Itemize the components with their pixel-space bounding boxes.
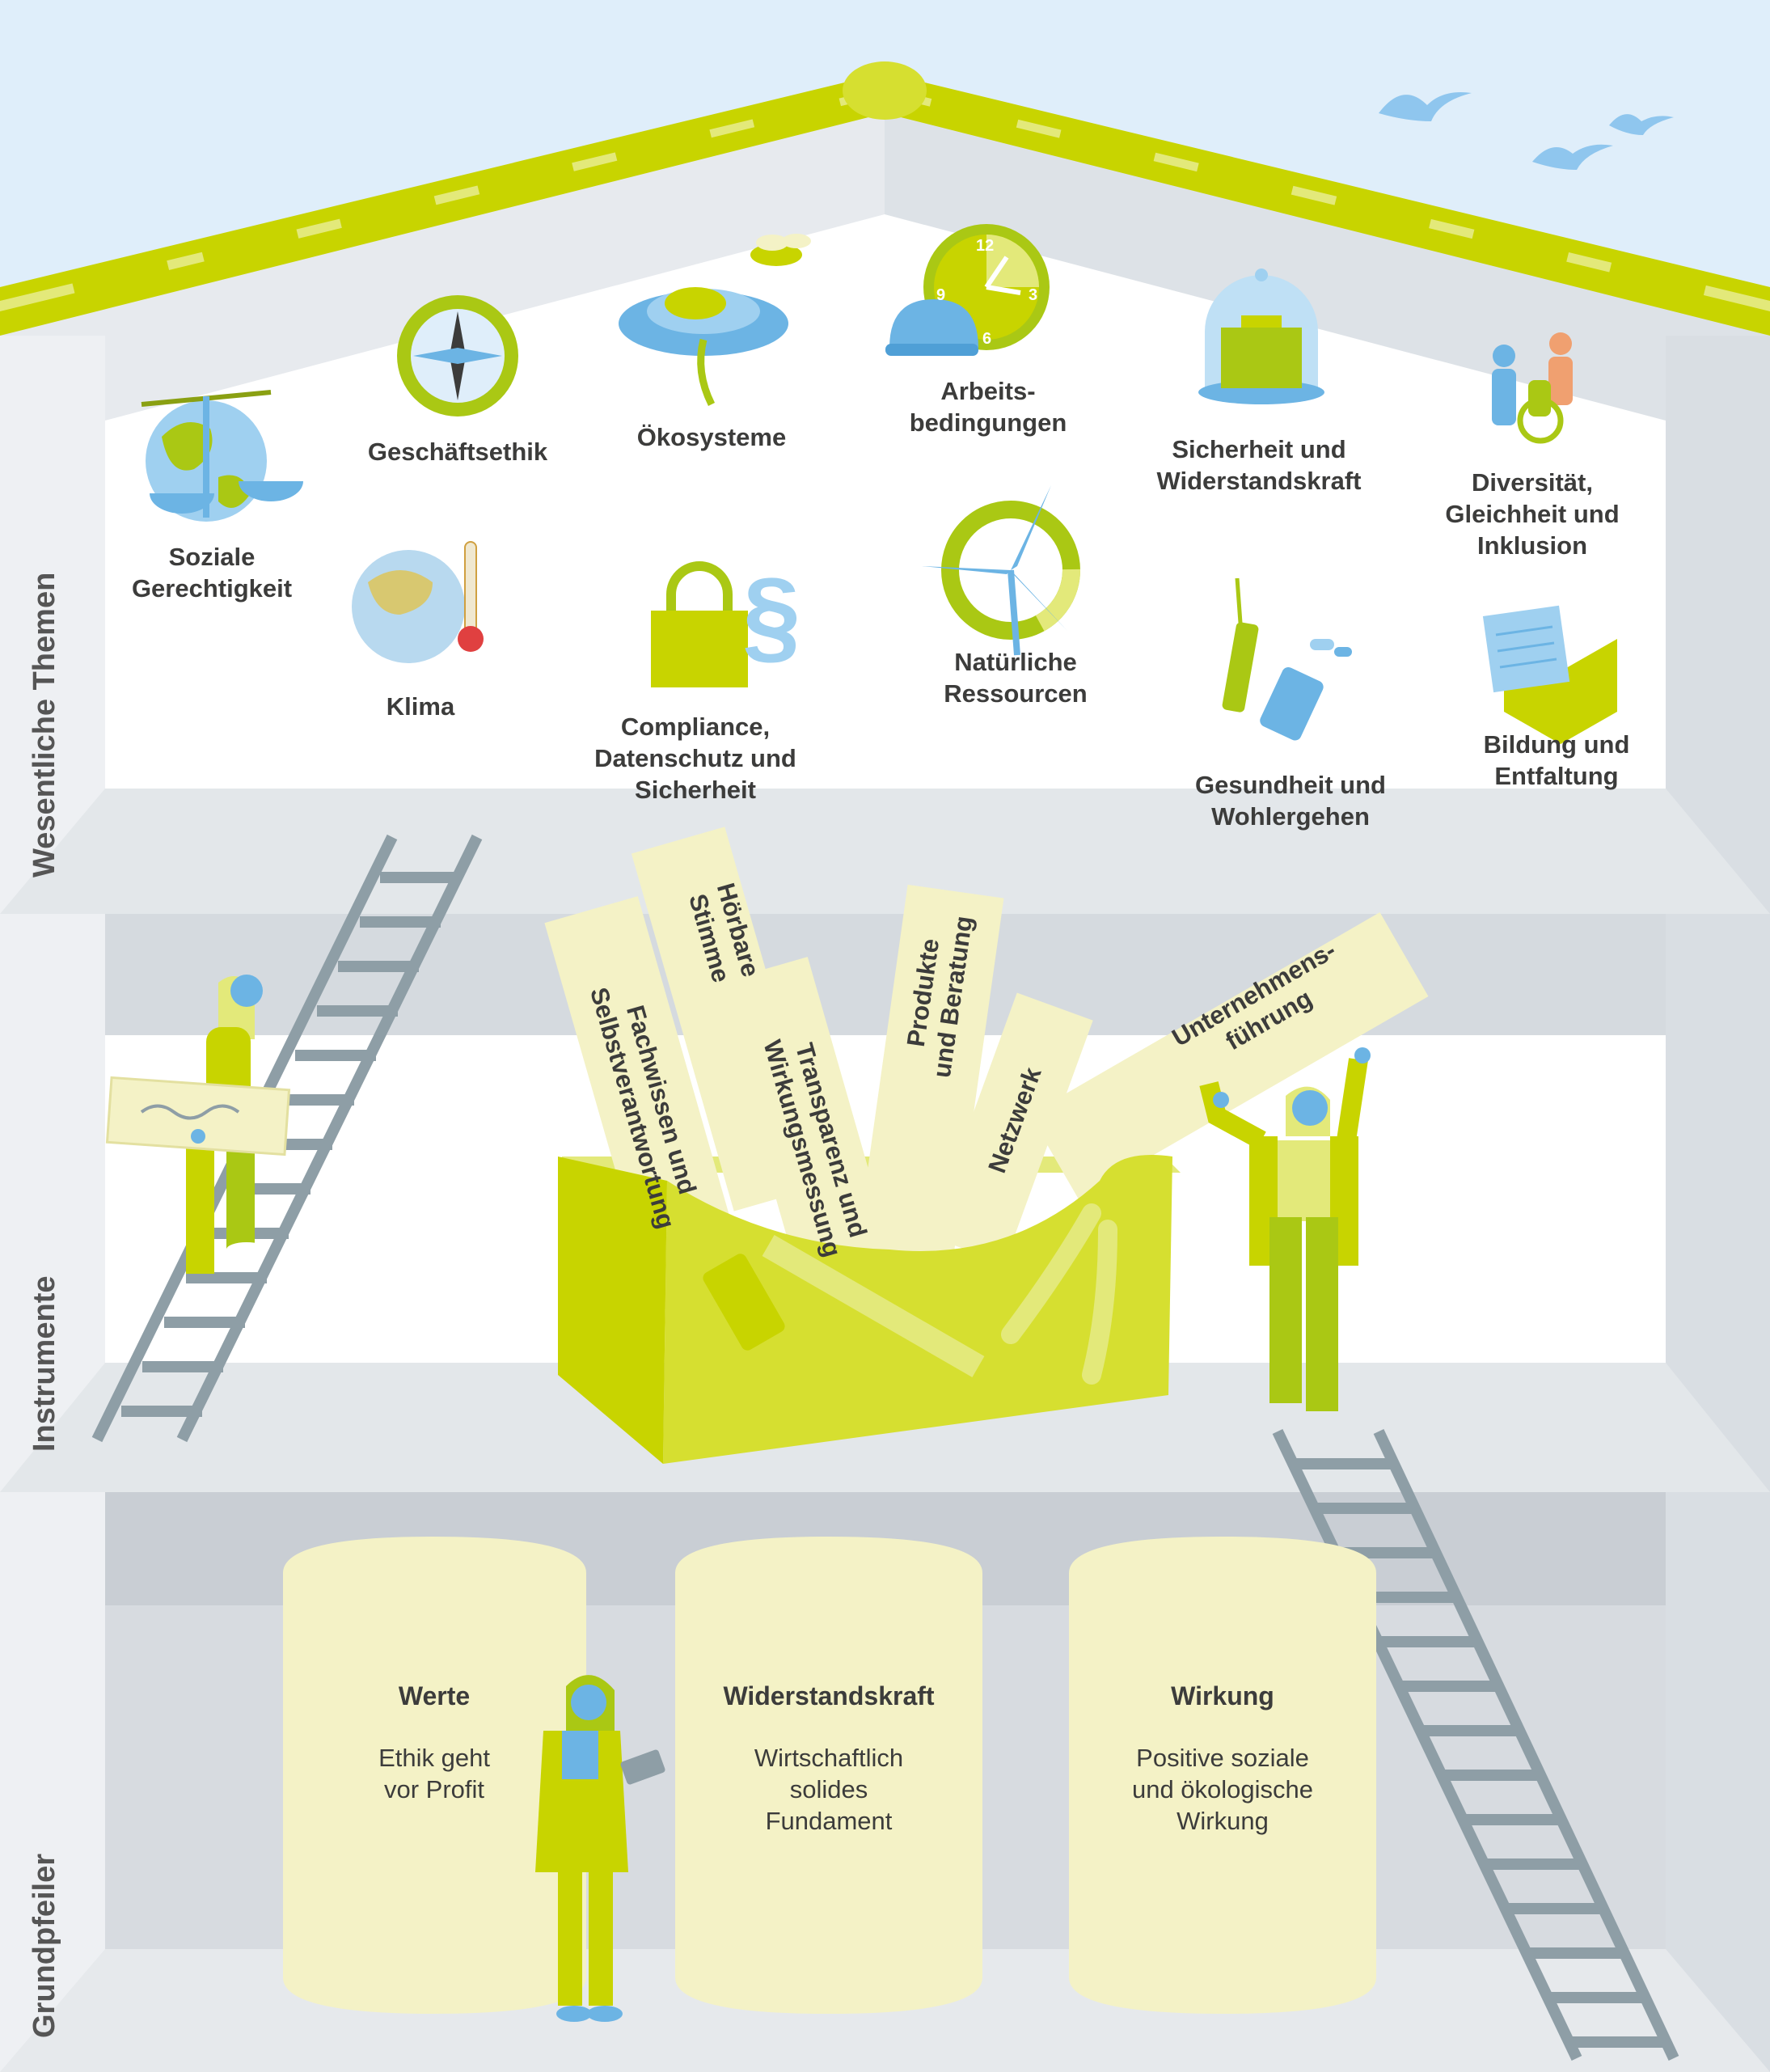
pillar-2-text: Wirtschaftlich solides Fundament xyxy=(754,1744,904,1835)
pillar-werte xyxy=(283,1537,586,2014)
pillar-1-title: Werte xyxy=(398,1681,471,1710)
ladder-right xyxy=(1272,1428,1679,2061)
compass-icon xyxy=(397,295,518,417)
right-wall xyxy=(1666,336,1770,2072)
clock-number-3: 3 xyxy=(1029,286,1038,304)
building-glass-dome-icon xyxy=(1198,269,1324,404)
strip-netzwerk xyxy=(928,992,1093,1264)
section-label-themen: Wesentliche Themen xyxy=(27,572,61,877)
clock-helmet-icon xyxy=(885,224,1050,356)
topic-oekosysteme: Ökosysteme xyxy=(636,423,787,451)
flower-bee-icon xyxy=(619,234,811,407)
clock-number-12: 12 xyxy=(976,237,995,255)
clock-number-6: 6 xyxy=(982,330,992,348)
thermometer-globe-icon xyxy=(352,541,484,663)
svg-text:§: § xyxy=(742,556,801,674)
left-wall xyxy=(0,336,105,2072)
topic-gesundheit: Gesundheit und Wohlergehen xyxy=(1195,771,1386,831)
scales-globe-icon xyxy=(141,390,303,522)
pliers-icon xyxy=(1001,1203,1117,1385)
topic-compliance: Compliance, Datenschutz und Sicherheit xyxy=(594,713,796,804)
birds xyxy=(1379,92,1674,170)
clock-number-9: 9 xyxy=(936,286,946,304)
strip-fuehrung xyxy=(1029,912,1429,1199)
topic-sicherheit: Sicherheit und Widerstandskraft xyxy=(1156,435,1362,495)
strip-produkte xyxy=(855,884,1004,1267)
middle-back-wall xyxy=(105,914,1666,1035)
topic-arbeitsbedingungen: Arbeits- bedingungen xyxy=(909,377,1067,437)
topic-geschaeftsethik: Geschäftsethik xyxy=(367,438,548,466)
pillar-3-title: Wirkung xyxy=(1171,1681,1274,1710)
pillar-3-text: Positive soziale und ökologische Wirkung xyxy=(1131,1744,1314,1835)
person-with-tablet xyxy=(535,1675,665,2022)
person-holding-strip xyxy=(1199,1047,1371,1411)
topic-diversitaet: Diversität, Gleichheit und Inklusion xyxy=(1445,468,1620,560)
toolbox-front xyxy=(663,1155,1172,1464)
roof-ridge xyxy=(843,61,927,120)
topic-natuerliche-ressourcen: Natürliche Ressourcen xyxy=(944,648,1088,708)
topic-soziale-gerechtigkeit: Soziale Gerechtigkeit xyxy=(131,543,293,603)
shelf-top xyxy=(0,789,1770,914)
pillar-1-text: Ethik geht vor Profit xyxy=(378,1744,490,1803)
person-climbing xyxy=(105,975,291,1305)
pillar-wirkung xyxy=(1069,1537,1376,2014)
section-label-instrumente: Instrumente xyxy=(27,1275,61,1452)
pillar-widerstandskraft xyxy=(675,1537,982,2014)
wind-turbine-recycle-icon xyxy=(922,485,1080,656)
diverse-people-icon xyxy=(1492,332,1573,444)
topic-bildung: Bildung und Entfaltung xyxy=(1483,730,1630,790)
roof-tiles xyxy=(71,89,1708,303)
section-label-grundpfeiler: Grundpfeiler xyxy=(27,1853,61,2038)
syringe-spray-icon xyxy=(1222,577,1352,741)
toolbox-side xyxy=(558,1157,667,1464)
topic-klima: Klima xyxy=(386,692,455,721)
notebook-book-icon xyxy=(1482,605,1617,744)
hammer-icon xyxy=(703,1235,985,1377)
pillar-2-title: Widerstandskraft xyxy=(723,1681,935,1710)
padlock-paragraph-icon: § xyxy=(651,556,801,687)
